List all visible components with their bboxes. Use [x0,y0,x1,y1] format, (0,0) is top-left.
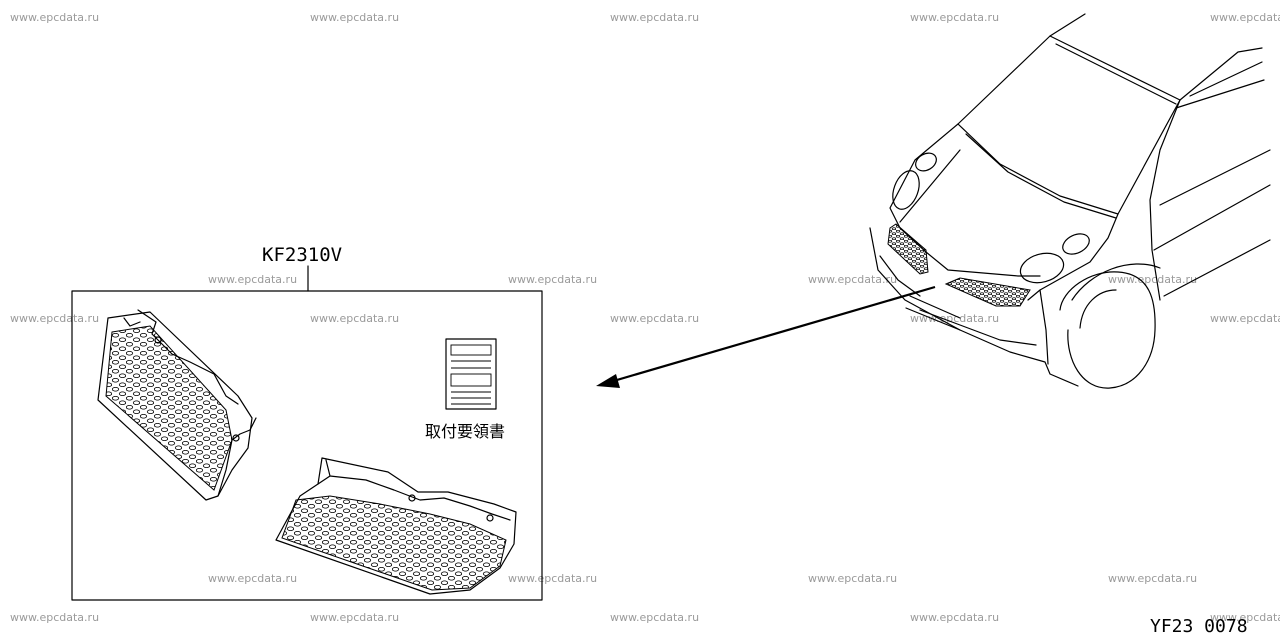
watermark: www.epcdata.ru [10,11,99,24]
watermark: www.epcdata.ru [310,611,399,624]
watermark: www.epcdata.ru [610,611,699,624]
watermark: www.epcdata.ru [1210,611,1280,624]
watermark: www.epcdata.ru [310,11,399,24]
installation-manual-illustration [445,338,497,410]
watermark: www.epcdata.ru [310,312,399,325]
grille-left-illustration [97,309,257,501]
installation-manual-label: 取付要領書 [425,422,505,441]
kit-part-number: KF2310V [262,244,342,266]
watermark: www.epcdata.ru [1108,273,1197,286]
watermark: www.epcdata.ru [808,572,897,585]
watermark: www.epcdata.ru [610,11,699,24]
watermark: www.epcdata.ru [10,312,99,325]
car-front-view-illustration [869,13,1271,389]
watermark: www.epcdata.ru [1210,312,1280,325]
watermark: www.epcdata.ru [10,611,99,624]
watermark: www.epcdata.ru [910,11,999,24]
location-arrow [596,285,936,388]
watermark: www.epcdata.ru [910,611,999,624]
watermark: www.epcdata.ru [1210,11,1280,24]
grille-right-illustration [275,457,517,595]
watermark: www.epcdata.ru [508,273,597,286]
watermark: www.epcdata.ru [808,273,897,286]
watermark-layer: www.epcdata.ru www.epcdata.ru www.epcdat… [10,11,1280,624]
watermark: www.epcdata.ru [208,572,297,585]
watermark: www.epcdata.ru [610,312,699,325]
figure-code: YF23 0078 [1150,616,1248,637]
kit-box [71,290,543,601]
watermark: www.epcdata.ru [508,572,597,585]
watermark: www.epcdata.ru [1108,572,1197,585]
watermark: www.epcdata.ru [208,273,297,286]
